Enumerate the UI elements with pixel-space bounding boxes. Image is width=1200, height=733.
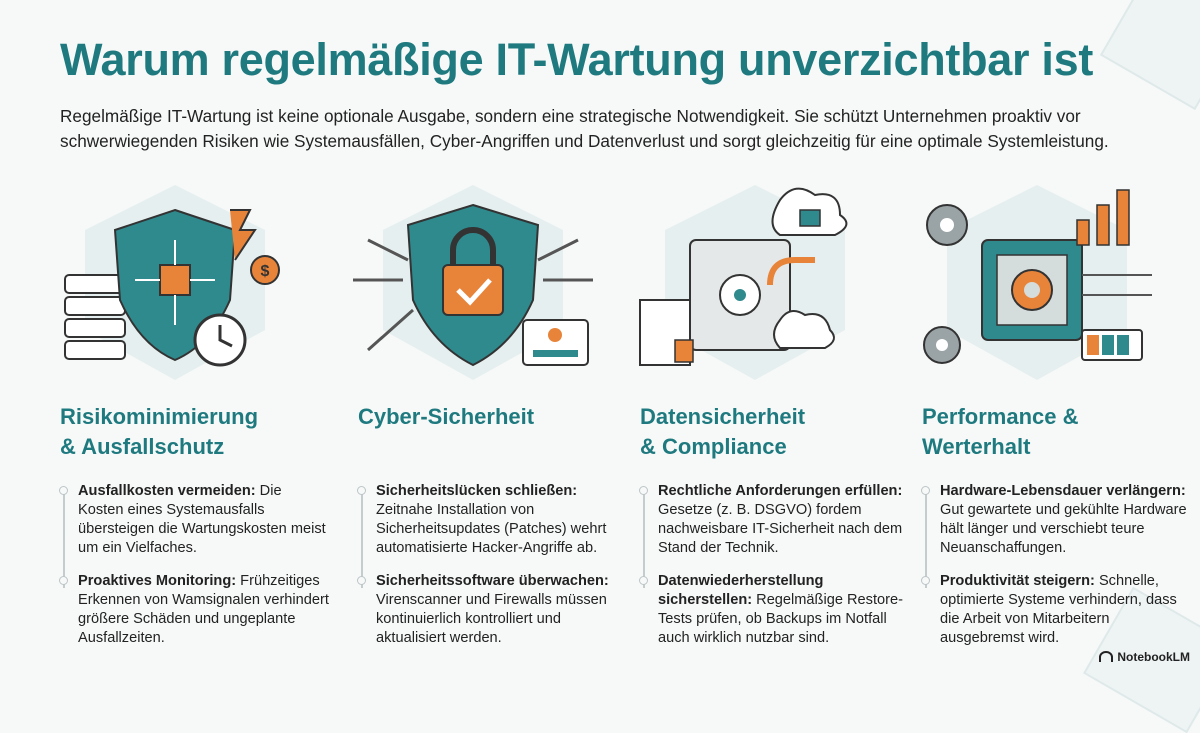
column-heading: Cyber-Sicherheit [358, 404, 535, 429]
safe-cloud-icon [639, 185, 848, 380]
notebooklm-logo: NotebookLM [1099, 650, 1190, 664]
chip-gears-chart-icon [923, 185, 1152, 380]
bullet-item: Hardware-Lebensdauer verlängern: Gut gew… [921, 482, 1192, 558]
notebooklm-icon [1099, 651, 1114, 662]
bullet-item: Sicherheitslücken schließen: Zeitnahe In… [357, 482, 628, 558]
bullet-item: Rechtliche Anforderungen erfüllen: Geset… [639, 482, 910, 558]
column-heading: Performance &Werterhalt [922, 404, 1079, 459]
bullet-item: Proaktives Monitoring: Frühzeitiges Erke… [59, 573, 329, 646]
shield-lock-icon [353, 185, 593, 380]
intro-text: Regelmäßige IT-Wartung ist keine optiona… [60, 106, 1109, 151]
bullet-item: Produktivität steigern: Schnelle, optimi… [921, 572, 1192, 648]
column-risk: $ Risikominimierung& Ausfallschutz Ausfa… [59, 180, 330, 662]
column-cyber: Cyber-Sicherheit Sicherheitslücken schli… [353, 180, 628, 662]
bullet-item: Ausfallkosten vermeiden: Die Kosten eine… [59, 482, 330, 558]
column-performance: Performance &Werterhalt Hardware-Lebensd… [921, 180, 1192, 662]
column-data: Datensicherheit& Compliance Rechtliche A… [639, 180, 910, 662]
bullet-item: Datenwiederherstellung sicherstellen: Re… [639, 572, 910, 648]
decor-hexagon [1099, 0, 1200, 111]
svg-text:$: $ [261, 263, 270, 280]
column-heading: Risikominimierung& Ausfallschutz [60, 404, 259, 459]
bullet-item: Sicherheitssoftware überwachen: Virensca… [357, 572, 628, 648]
column-heading: Datensicherheit& Compliance [640, 404, 806, 459]
shield-chip-clock-icon: $ [64, 185, 280, 380]
page-title: Warum regelmäßige IT-Wartung unverzichtb… [60, 34, 1094, 85]
